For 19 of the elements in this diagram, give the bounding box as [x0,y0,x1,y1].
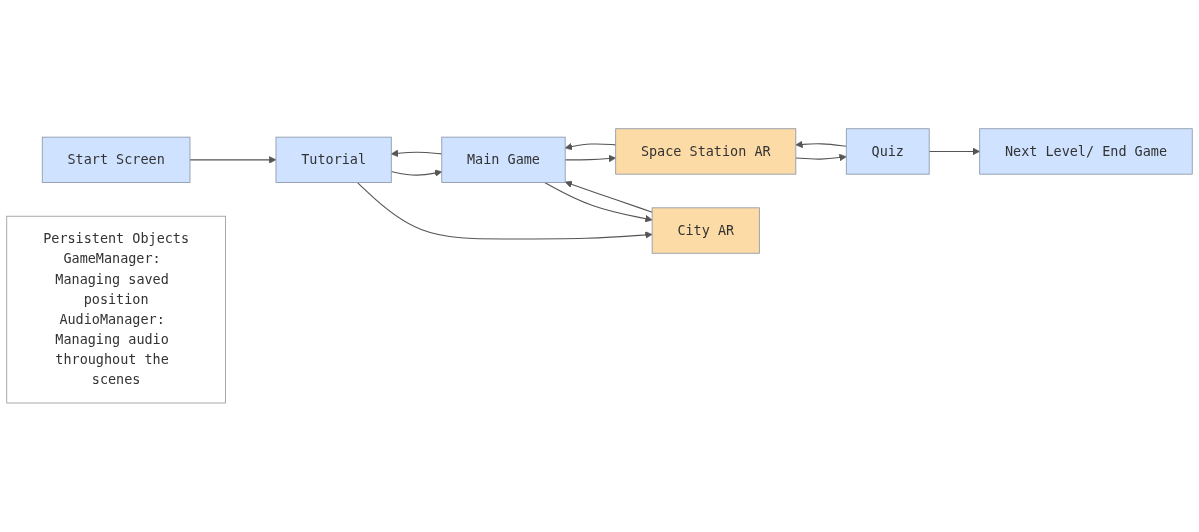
arrow [564,143,617,151]
node-box: Tutorial [275,136,392,184]
node-box: Quiz [845,128,930,175]
arrow [356,182,653,240]
node-box: Next Level/ End Game [979,128,1193,175]
arrow [189,156,277,164]
node-box: Persistent Objects GameManager: Managing saved position AudioManager: Managing audio throughout the scenes [6,215,226,404]
node-box: Start Screen [41,136,191,184]
arrow [564,154,616,163]
arrow [564,180,653,213]
arrow [928,147,980,156]
arrow [544,182,653,223]
node-box: City AR [651,207,760,254]
arrow [390,169,443,177]
arrow [795,153,847,162]
arrow [795,140,847,149]
node-box: Space Station AR [615,128,797,175]
arrow [390,149,443,158]
node-box: Main Game [441,136,566,184]
